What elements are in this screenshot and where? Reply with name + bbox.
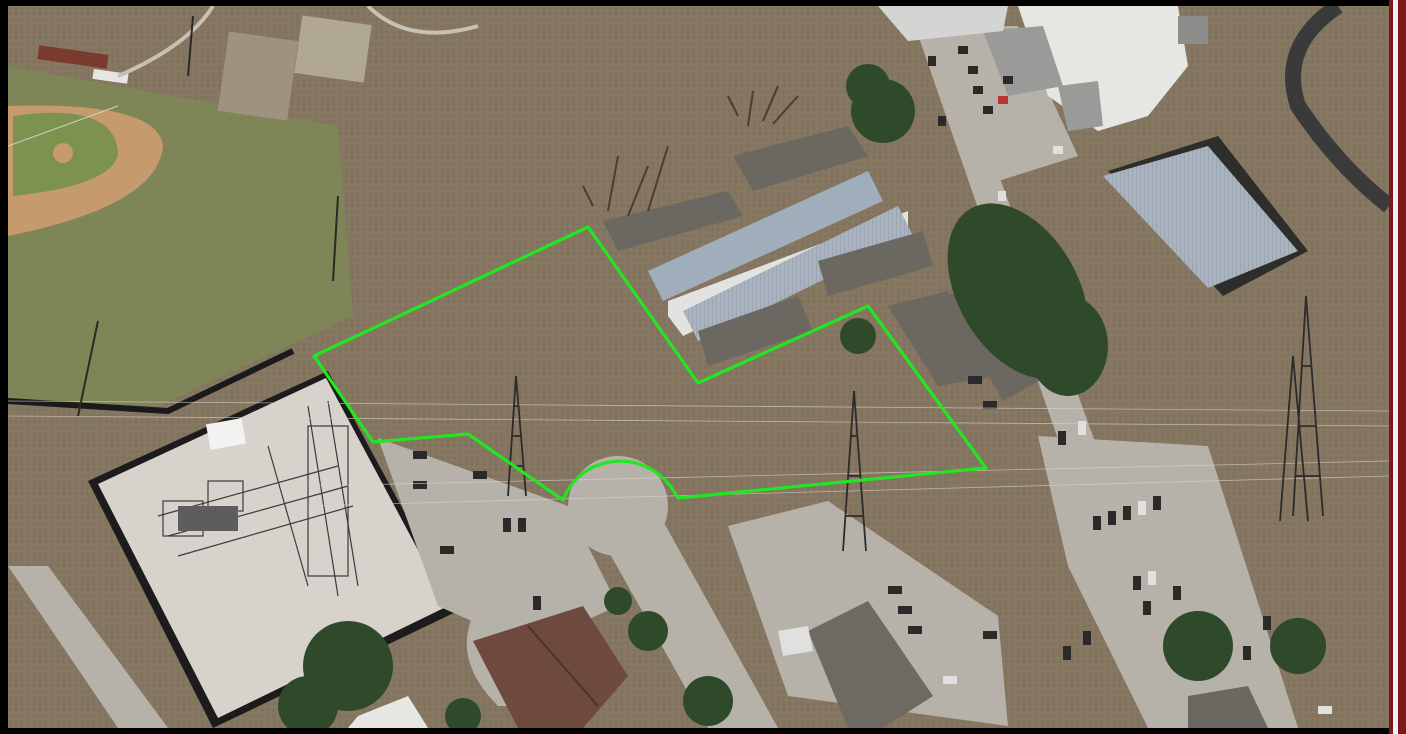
aerial-map[interactable] [8,6,1389,728]
bleachers [37,45,109,69]
dugout [92,68,129,84]
edge-band-inner [1393,0,1398,734]
office [778,601,933,728]
bare-trees [582,85,799,217]
light-poles [77,15,339,417]
ballfield [8,105,163,236]
trees [278,64,1326,728]
storage [1188,686,1268,728]
walk-path [117,6,215,78]
track [1285,6,1389,213]
transmission-towers [507,295,1324,552]
storage [348,696,428,728]
fence [8,348,295,415]
parcel-boundary[interactable] [312,225,988,502]
church [473,606,628,728]
court [294,15,372,83]
court [217,31,299,121]
parked-cars [413,46,1332,714]
warehouse [1103,136,1308,296]
power-lines [8,400,1389,507]
walk-path [366,6,479,35]
cul-de-sac [568,456,668,556]
